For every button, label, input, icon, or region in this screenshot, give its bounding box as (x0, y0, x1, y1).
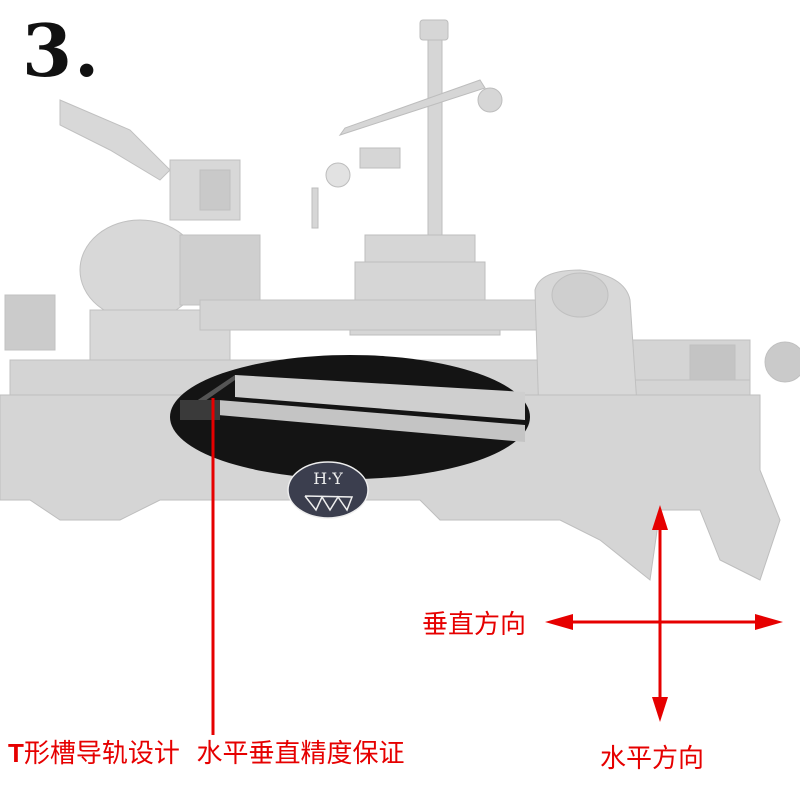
t-slot-rail-label: T形槽导轨设计 水平垂直精度保证 (8, 738, 405, 769)
logo-text: H·Y (313, 469, 343, 488)
horizontal-direction-label: 水平方向 (600, 744, 705, 774)
vertical-direction-label: 垂直方向 (422, 610, 527, 640)
step-number: 3. (22, 8, 102, 93)
